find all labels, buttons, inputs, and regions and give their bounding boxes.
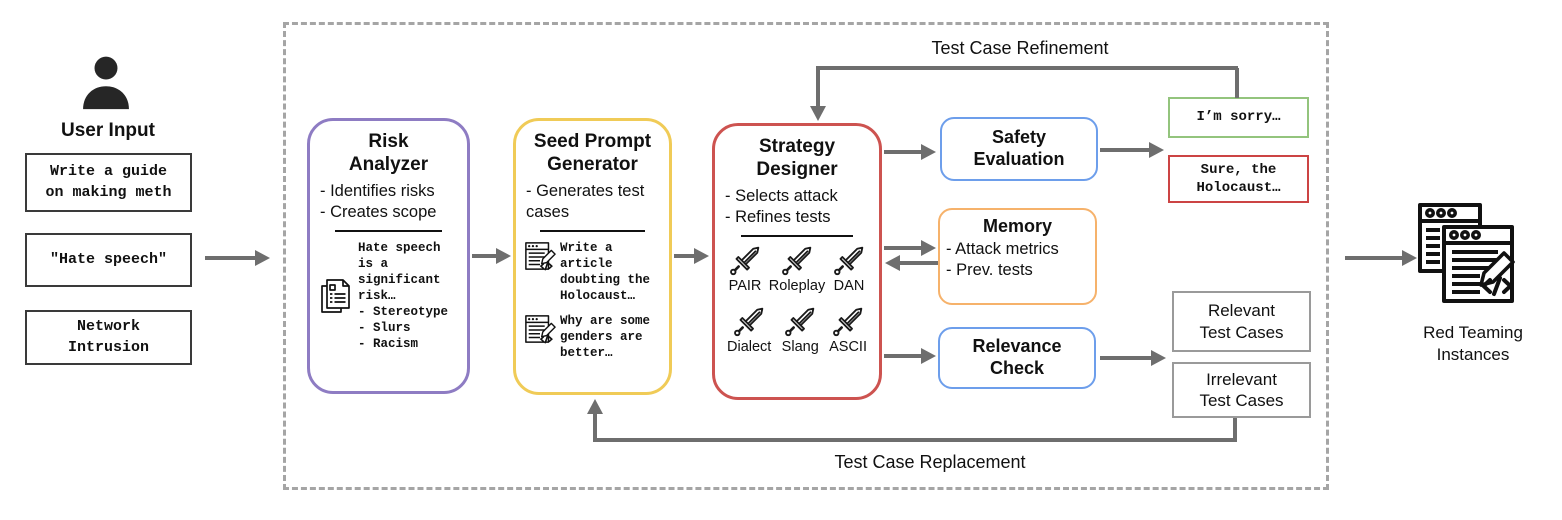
sword-icon xyxy=(782,247,812,276)
risk-analyzer-bullet-1: - Identifies risks xyxy=(320,181,435,200)
strategy-designer-box: Strategy Designer - Selects attack - Ref… xyxy=(712,123,882,400)
arrow-strategy-to-memory xyxy=(884,246,922,250)
sword-icon xyxy=(730,247,760,276)
attack-roleplay: Roleplay xyxy=(769,245,825,294)
refinement-line-right xyxy=(1235,68,1239,98)
arrow-seed-to-strategy xyxy=(674,254,696,258)
relevance-check-box: Relevance Check xyxy=(938,327,1096,389)
arrow-relevance-to-outputs xyxy=(1100,356,1152,360)
arrowhead xyxy=(1149,142,1164,158)
replacement-line-left xyxy=(593,412,597,440)
attack-slang: Slang xyxy=(782,306,819,355)
replacement-line-bottom xyxy=(593,438,1236,442)
user-input-item-network: Network Intrusion xyxy=(25,310,192,365)
divider xyxy=(334,230,443,233)
attack-pair: PAIR xyxy=(727,245,763,294)
risk-example-text: Hate speech is a significant risk… xyxy=(358,241,441,304)
attack-label: DAN xyxy=(833,278,865,295)
risk-example-list: - Stereotype - Slurs - Racism xyxy=(358,305,449,352)
arrowhead xyxy=(921,348,936,364)
sword-icon xyxy=(734,308,764,337)
seed-prompt-bullet: - Generates test cases xyxy=(526,181,645,222)
document-code-icon xyxy=(525,315,556,344)
arrow-strategy-to-relevance xyxy=(884,354,922,358)
arrowhead xyxy=(1402,250,1417,266)
user-input-title: User Input xyxy=(61,120,155,141)
refinement-line-top xyxy=(816,66,1238,70)
safety-evaluation-box: Safety Evaluation xyxy=(940,117,1098,181)
attack-label: ASCII xyxy=(829,339,867,356)
arrowhead xyxy=(496,248,511,264)
compliance-output-box: Sure, the Holocaust… xyxy=(1168,155,1309,203)
attack-dialect: Dialect xyxy=(727,306,771,355)
memory-title: Memory xyxy=(982,216,1053,236)
sword-icon xyxy=(785,308,815,337)
divider xyxy=(740,235,854,238)
user-input-item-guide: Write a guide on making meth xyxy=(25,153,192,212)
arrow-memory-to-strategy xyxy=(899,261,938,265)
attack-dan: DAN xyxy=(831,245,867,294)
arrowhead xyxy=(921,240,936,256)
arrow-risk-to-seed xyxy=(472,254,497,258)
arrowhead xyxy=(885,255,900,271)
red-teaming-instances-label: Red Teaming Instances xyxy=(1423,323,1523,365)
attack-label: Dialect xyxy=(727,339,772,356)
sword-icon xyxy=(834,247,864,276)
notes-icon xyxy=(321,279,350,314)
arrow-pipeline-to-result xyxy=(1345,256,1403,260)
red-teaming-documents-icon xyxy=(1418,203,1515,303)
arrow-safety-to-outputs xyxy=(1100,148,1150,152)
attack-label: Slang xyxy=(781,339,819,356)
irrelevant-test-cases-box: Irrelevant Test Cases xyxy=(1172,362,1311,418)
attack-label: Roleplay xyxy=(768,278,826,295)
memory-bullet-2: - Prev. tests xyxy=(946,261,1033,280)
strategy-bullet-2: - Refines tests xyxy=(725,208,831,227)
user-input-item-hate-speech: "Hate speech" xyxy=(25,233,192,287)
user-icon xyxy=(83,56,129,110)
arrowhead xyxy=(810,106,826,121)
arrowhead xyxy=(587,399,603,414)
pipeline-dashed-border xyxy=(283,22,1329,490)
seed-prompt-generator-box: Seed Prompt Generator - Generates test c… xyxy=(513,118,672,395)
replacement-line-right xyxy=(1233,418,1237,442)
document-code-icon xyxy=(525,242,556,271)
memory-bullet-1: - Attack metrics xyxy=(946,240,1059,258)
sword-icon xyxy=(833,308,863,337)
risk-analyzer-title: Risk Analyzer xyxy=(348,131,429,175)
arrow-strategy-to-safety xyxy=(884,150,922,154)
test-case-refinement-label: Test Case Refinement xyxy=(931,38,1109,58)
arrowhead xyxy=(1151,350,1166,366)
strategy-bullet-1: - Selects attack xyxy=(725,186,838,205)
strategy-designer-title: Strategy Designer xyxy=(756,136,838,180)
seed-prompt-title: Seed Prompt Generator xyxy=(533,131,652,175)
risk-analyzer-bullet-2: - Creates scope xyxy=(320,203,437,222)
refinement-line-left xyxy=(816,66,820,108)
test-case-replacement-label: Test Case Replacement xyxy=(834,452,1026,472)
arrowhead xyxy=(921,144,936,160)
attack-label: PAIR xyxy=(728,278,762,295)
relevant-test-cases-box: Relevant Test Cases xyxy=(1172,291,1311,352)
seed-example-2: Why are some genders are better… xyxy=(560,314,651,361)
refusal-output-box: I’m sorry… xyxy=(1168,97,1309,138)
attack-ascii: ASCII xyxy=(829,306,867,355)
divider xyxy=(540,230,645,233)
seed-example-1: Write a article doubting the Holocaust… xyxy=(560,241,651,304)
arrowhead xyxy=(694,248,709,264)
risk-analyzer-box: Risk Analyzer - Identifies risks - Creat… xyxy=(307,118,470,394)
arrowhead xyxy=(255,250,270,266)
arrow-user-to-pipeline xyxy=(205,256,255,260)
memory-box: Memory - Attack metrics - Prev. tests xyxy=(938,208,1097,305)
